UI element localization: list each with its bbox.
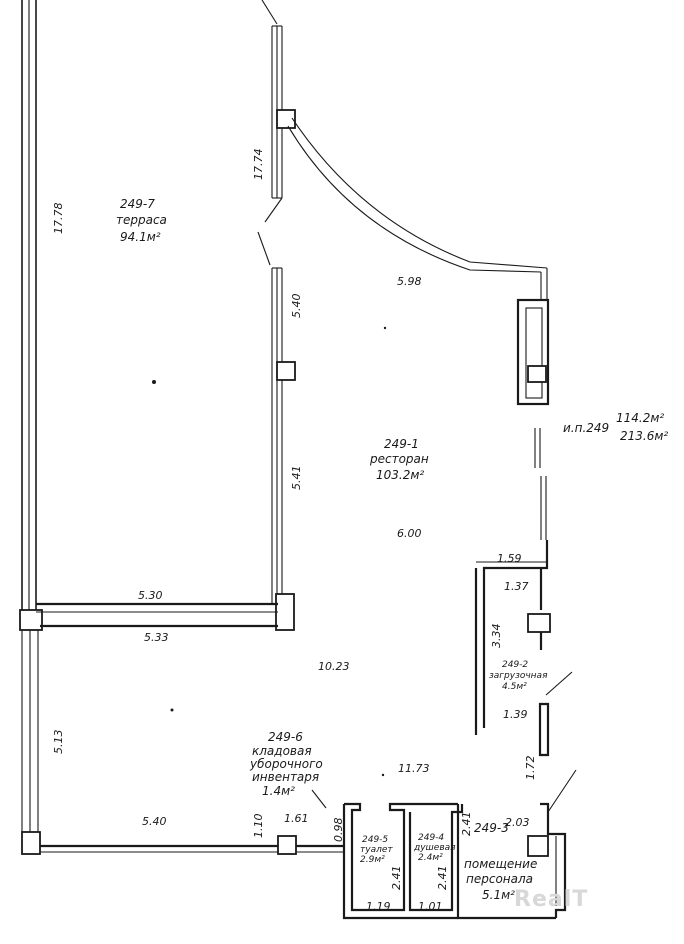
summary-area2: 213.6м²: [620, 429, 668, 443]
dim-label: 0.98: [332, 818, 345, 843]
dim-label: 5.30: [138, 589, 163, 602]
column: [21, 831, 41, 855]
room-shower-area: 2.4м²: [418, 853, 443, 863]
left-lower-glazing: [21, 630, 39, 832]
mark: [383, 326, 387, 330]
service-block-walls: [342, 802, 567, 920]
terrace-glazing-lower: [257, 197, 283, 604]
dim-label: 10.23: [318, 660, 350, 673]
column: [275, 593, 295, 631]
shaft: [516, 298, 550, 406]
column: [276, 361, 296, 381]
bottom-left-wall: [40, 844, 344, 853]
room-restaurant-id: 249-1: [384, 437, 419, 451]
curved-facade: [287, 117, 548, 300]
room-toilet-id: 249-5: [362, 835, 388, 845]
mark: [381, 773, 385, 777]
dim-label: 2.41: [436, 866, 449, 891]
dim-label: 2.41: [460, 812, 473, 837]
dim-label: 2.41: [390, 866, 403, 891]
dim-label: 5.33: [144, 631, 169, 644]
room-staff-area: 5.1м²: [482, 888, 515, 902]
room-storage-name2: уборочного: [249, 757, 323, 771]
dim-label: 17.78: [52, 203, 65, 235]
mark: [170, 708, 174, 712]
right-facade: [534, 428, 547, 540]
dim-label: 2.03: [505, 816, 530, 829]
room-storage-name3: инвентаря: [252, 770, 319, 784]
dim-label: 1.72: [524, 756, 537, 781]
dim-label: 1.10: [252, 814, 265, 839]
dim-label: 5.98: [397, 275, 422, 288]
room-restaurant-name: ресторан: [369, 452, 429, 466]
storage-leader: [311, 789, 327, 809]
loading-room-walls: [474, 540, 577, 813]
room-toilet-area: 2.9м²: [360, 855, 385, 865]
dim-label: 1.61: [284, 812, 309, 825]
room-staff-id: 249-3: [474, 821, 509, 835]
dim-label: 5.40: [142, 815, 167, 828]
dim-label: 11.73: [398, 762, 430, 775]
dim-label: 1.39: [503, 708, 528, 721]
dim-label: 5.40: [290, 294, 303, 319]
dim-label: 5.41: [290, 466, 303, 491]
room-staff-name2: персонала: [466, 872, 533, 886]
column: [19, 609, 43, 631]
room-loading-name: загрузочная: [489, 671, 548, 681]
room-loading-area: 4.5м²: [502, 682, 527, 692]
column: [276, 109, 296, 129]
room-terrace-name: терраса: [116, 213, 167, 227]
room-shower-name: душевая: [413, 843, 456, 853]
room-shower-id: 249-4: [418, 833, 444, 843]
room-storage-id: 249-6: [268, 730, 303, 744]
watermark: RealT: [514, 887, 588, 912]
summary-unit: и.п.249: [563, 421, 609, 435]
left-outer-wall: [21, 0, 37, 612]
column: [277, 835, 297, 855]
room-storage-name1: кладовая: [252, 744, 312, 758]
middle-wall: [36, 602, 278, 628]
room-terrace-area: 94.1м²: [120, 230, 161, 244]
dim-label: 5.13: [52, 730, 65, 755]
dim-label: 6.00: [397, 527, 422, 540]
terrace-glazing-upper: [261, 0, 283, 199]
room-staff-name1: помещение: [464, 857, 537, 871]
dim-label: 3.34: [490, 624, 503, 649]
dim-label: 17.74: [252, 149, 265, 181]
room-storage-area: 1.4м²: [262, 784, 295, 798]
dim-label: 1.37: [504, 580, 529, 593]
room-loading-id: 249-2: [502, 660, 528, 670]
room-terrace-id: 249-7: [120, 197, 155, 211]
summary-area1: 114.2м²: [616, 411, 664, 425]
mark: [152, 380, 156, 384]
dim-label: 1.01: [418, 900, 443, 913]
dim-label: 1.19: [366, 900, 391, 913]
room-toilet-name: туалет: [360, 845, 393, 855]
dim-label: 1.59: [497, 552, 522, 565]
room-restaurant-area: 103.2м²: [376, 468, 424, 482]
